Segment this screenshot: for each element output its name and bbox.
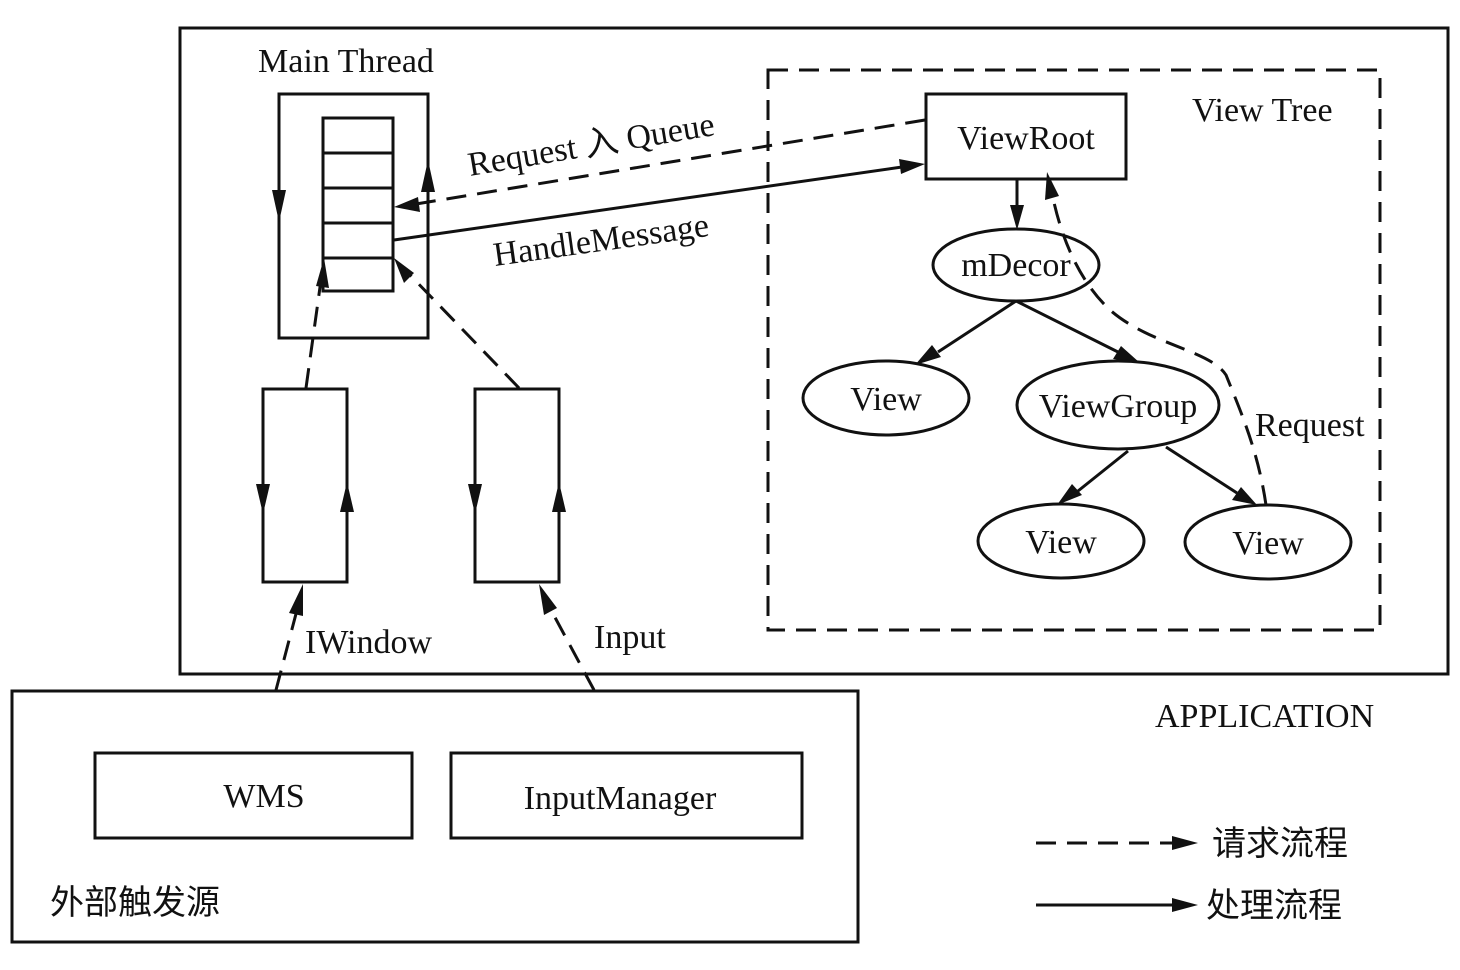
legend: 请求流程 处理流程 (1036, 824, 1348, 926)
main-thread-box (277, 92, 430, 340)
handle-message-arrow (393, 165, 903, 242)
input-manager-box (449, 751, 804, 840)
arrowhead-icon (539, 584, 557, 615)
down-arrowhead-icon (468, 484, 482, 514)
input-arrow (549, 609, 596, 691)
viewgroup-node (1015, 359, 1221, 451)
request-queue-label: Request 入 Queue (465, 106, 717, 184)
view-node-left (801, 359, 971, 437)
view-bottom-left-label: View (1025, 524, 1097, 561)
arrowhead-icon (289, 584, 303, 616)
input-thread-box (473, 387, 561, 584)
main-thread-title: Main Thread (258, 43, 434, 80)
arrowhead-icon (394, 197, 420, 212)
external-source-title: 外部触发源 (50, 883, 220, 923)
application-label: APPLICATION (1155, 698, 1374, 735)
mdecor-to-viewgroup-arrow (1015, 299, 1119, 354)
legend-handle-flow: 处理流程 (1206, 886, 1342, 926)
arrowhead-icon (1172, 836, 1198, 850)
legend-request-flow: 请求流程 (1212, 824, 1348, 864)
arrowhead-icon (1232, 487, 1257, 505)
view-bottom-right-label: View (1232, 525, 1304, 562)
view-node-bottom-right (1183, 503, 1353, 581)
wms-box (93, 751, 414, 840)
down-arrowhead-icon (256, 484, 270, 514)
arrowhead-icon (316, 258, 329, 288)
up-arrowhead-icon (340, 482, 354, 512)
request-queue-arrow (415, 118, 926, 206)
viewgroup-to-view-right-arrow (1165, 445, 1238, 495)
external-source-box (10, 689, 860, 944)
viewroot-box (924, 92, 1128, 181)
iwindow-label: IWindow (305, 624, 432, 661)
view-left-label: View (850, 381, 922, 418)
application-box (178, 26, 1450, 676)
arrowhead-icon (1057, 484, 1082, 505)
mdecor-label: mDecor (961, 247, 1071, 284)
wms-label: WMS (223, 778, 304, 815)
request-curve-arrow (1051, 197, 1268, 506)
viewgroup-label: ViewGroup (1039, 388, 1197, 425)
arrowhead-icon (1010, 205, 1024, 230)
iwindow-to-queue-arrow (304, 279, 323, 389)
request-label: Request (1255, 407, 1365, 444)
arrowhead-icon (1113, 346, 1140, 363)
up-arrowhead-icon (552, 482, 566, 512)
viewgroup-to-view-left-arrow (1077, 449, 1129, 493)
message-queue (321, 116, 395, 293)
input-to-queue-arrow (408, 273, 521, 390)
arrowhead-icon (915, 345, 941, 365)
view-tree-title: View Tree (1192, 92, 1333, 129)
mdecor-to-view-arrow (937, 299, 1017, 354)
view-tree-box (766, 68, 1382, 632)
iwindow-arrow (274, 609, 299, 691)
iwindow-thread-box (261, 387, 349, 584)
handle-message-label: HandleMessage (491, 207, 711, 274)
input-manager-label: InputManager (524, 780, 717, 817)
view-node-bottom-left (976, 502, 1146, 580)
arrowhead-icon (1172, 898, 1198, 912)
arrowhead-icon (1045, 172, 1059, 200)
down-arrowhead-icon (272, 190, 286, 222)
viewroot-label: ViewRoot (957, 120, 1095, 157)
up-arrowhead-icon (421, 160, 435, 192)
arrowhead-icon (899, 159, 925, 174)
arrowhead-icon (394, 258, 414, 283)
input-label: Input (594, 619, 666, 656)
